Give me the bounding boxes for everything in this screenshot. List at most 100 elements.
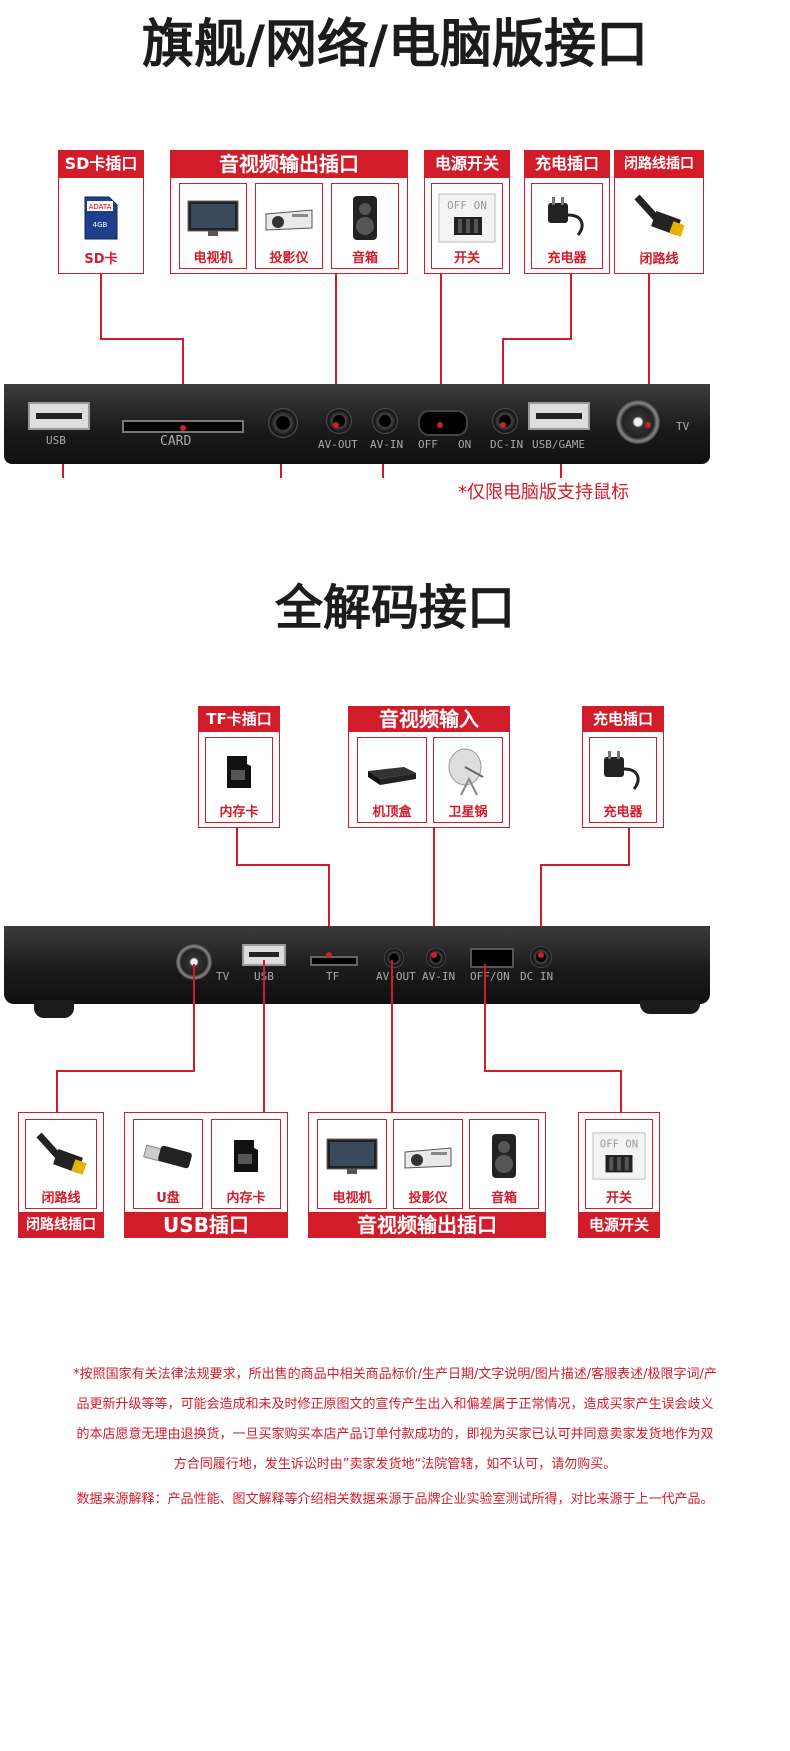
projector-label-2: 投影仪 [408,1191,448,1206]
device-foot-right [640,1000,700,1014]
coax-label-2: 闭路线 [41,1191,81,1206]
tf-connector-line [236,828,238,866]
speaker-tile-2: 音箱 [469,1119,539,1209]
tf-card-tile: 内存卡 [205,737,273,823]
panel1-tick-3 [382,464,384,478]
panel1-label-off: OFF [418,438,438,451]
coax2-connector-line-h [56,1070,195,1072]
tv-coax-jack[interactable] [616,400,660,444]
coax-tile-2: 闭路线 [25,1119,97,1209]
panel1-label-usb: USB [46,434,66,447]
av-in-connector-line [433,828,435,958]
charger-icon [596,743,650,800]
coax-port-group-2: 闭路线 闭路线插口 [18,1112,104,1238]
tv-tile: 电视机 [179,183,247,269]
power-switch-label-2: 开关 [605,1191,632,1206]
coax-cable-icon [627,188,691,247]
dc-in-jack[interactable] [492,408,518,434]
coax-port-group: 闭路线插口 闭路线 [614,150,704,274]
panel1-tick-4 [560,464,562,478]
disclaimer-line-2: 品更新升级等等，可能会造成和未及时修正原图文的宣传产生出入和偏差属于正常情况，造… [76,1397,714,1412]
panel2-label-av-out: AV-OUT [376,970,416,983]
sd-card-icon: ADATA 4GB [71,188,131,247]
tv-icon [186,189,240,246]
usb-game-port[interactable] [528,402,590,430]
set-top-box-tile: 机顶盒 [357,737,427,823]
set-top-box-icon [364,743,420,800]
power-switch-slider-2[interactable] [470,948,514,968]
av-out-jack-2[interactable] [384,948,404,968]
charge-port-group-2: 充电插口 充电器 [582,706,664,828]
svg-text:OFF ON: OFF ON [447,199,487,212]
charger-label-2: 充电器 [603,805,643,820]
charge-port-group: 充电插口 充电器 [524,150,610,274]
charge2-connector-line-v2 [540,864,542,956]
coax-port-header: 闭路线插口 [614,150,704,178]
panel1-label-card: CARD [160,434,192,449]
sd-card-label: SD卡 [84,252,118,267]
tf-card-label: 内存卡 [219,805,259,820]
av-in-jack-2[interactable] [426,948,446,968]
panel2-label-dc-in: DC IN [520,970,554,983]
tf-connector-line-h [236,864,330,866]
satellite-dish-tile: 卫星锅 [433,737,503,823]
usb-flash-drive-icon [140,1125,196,1186]
power-switch-slider[interactable] [418,410,468,436]
tv-icon [324,1125,380,1186]
sd-connector-line [100,274,102,338]
svg-text:ADATA: ADATA [89,203,112,211]
device-port-panel-2: TV USB TF AV-OUT AV-IN OFF/ON DC IN [4,926,710,1004]
usb2-connector-line [263,960,265,1114]
power-switch-tile-2: OFF ON 开关 [585,1119,653,1209]
headphone-jack[interactable] [268,408,298,438]
projector-tile-2: 投影仪 [393,1119,463,1209]
tv-tile-2: 电视机 [317,1119,387,1209]
charge2-connector-line-h [540,864,630,866]
panel1-label-av-out: AV-OUT [318,438,358,451]
charger-icon [538,189,596,246]
tv-label-2: 电视机 [332,1191,372,1206]
tf-slot[interactable] [310,956,358,966]
power2-connector-line-h [484,1070,622,1072]
charge-connector-line-v2 [502,338,504,424]
power-switch-header: 电源开关 [424,150,510,178]
coax-port-header-2: 闭路线插口 [18,1212,104,1238]
data-source-note: 数据来源解释：产品性能、图文解释等介绍相关数据来源于品牌企业实验室测试所得，对比… [76,1492,714,1507]
satellite-dish-icon [440,743,496,800]
coax-pointer-dot [645,422,651,428]
av-in-group: 音视频输入 机顶盒 卫星锅 [348,706,510,828]
av-out-connector-line [335,274,337,424]
power-switch-group-2: OFF ON 开关 电源开关 [578,1112,660,1238]
sd-pointer-dot [180,425,186,431]
power-switch-group: 电源开关 OFF ON 开关 [424,150,510,274]
coax-connector-line [648,274,650,424]
speaker-tile: 音箱 [331,183,399,269]
svg-text:4GB: 4GB [93,221,108,229]
av-out-jack[interactable] [326,408,352,434]
satellite-dish-label: 卫星锅 [448,805,488,820]
charger-tile: 充电器 [531,183,603,269]
av-in-jack[interactable] [372,408,398,434]
disclaimer-line-3: 的本店愿意无理由退换货，一旦买家购买本店产品订单付款成功的，即视为买家已认可并同… [76,1427,714,1442]
device-foot [34,1000,74,1018]
disclaimer-line-1: *按照国家有关法律法规要求，所出售的商品中相关商品标价/生产日期/文字说明/图片… [73,1367,717,1382]
disclaimer-line-4: 方合同履行地，发生诉讼时由”卖家发货地“法院管辖，如不认可，请勿购买。 [173,1457,617,1472]
tf-slot-group: TF卡插口 内存卡 [198,706,280,828]
charger-tile-2: 充电器 [589,737,657,823]
av-out-header-2: 音视频输出插口 [308,1212,546,1238]
power-connector-line [440,274,442,424]
av-out-group: 音视频输出插口 电视机 投影仪 音箱 [170,150,408,274]
usb-port-1[interactable] [28,402,90,430]
panel1-label-tv: TV [676,420,690,433]
power-pointer-dot [437,422,443,428]
panel1-label-on: ON [458,438,472,451]
coax-tile: 闭路线 [621,183,697,269]
svg-text:OFF ON: OFF ON [600,1138,638,1150]
sd-connector-line-h [100,338,184,340]
av-out-header: 音视频输出插口 [170,150,408,178]
section1-title: 旗舰/网络/电脑版接口 [142,15,648,75]
power2-connector-line [484,964,486,1072]
power-switch-icon: OFF ON [592,1125,646,1186]
tf-connector-line-v2 [328,864,330,954]
projector-icon [400,1125,456,1186]
